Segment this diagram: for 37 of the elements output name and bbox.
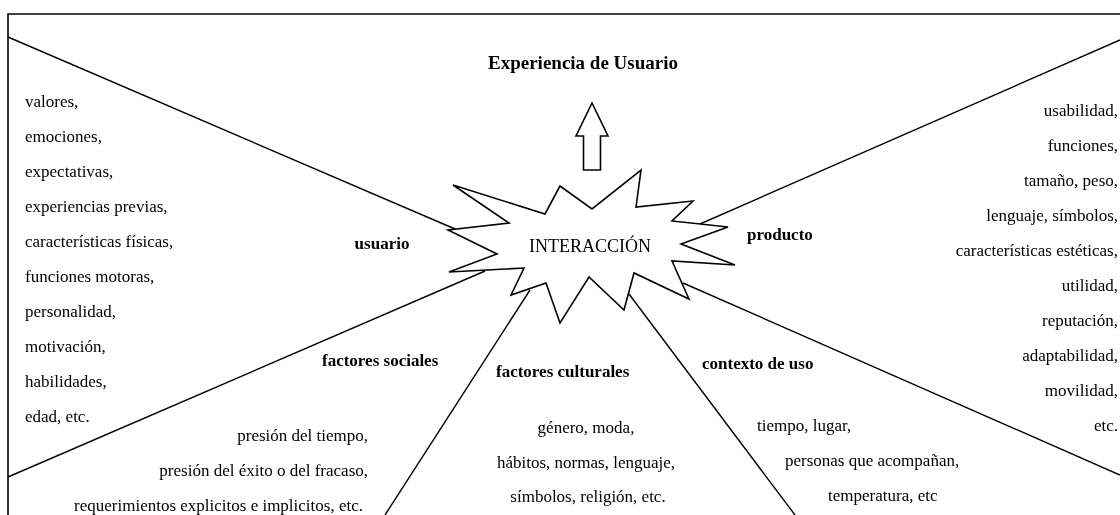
factor-item: presión del tiempo, xyxy=(237,425,368,447)
sector-heading: producto xyxy=(747,224,813,246)
factor-item: temperatura, etc xyxy=(828,485,938,507)
factor-item: requerimientos explicitos e implicitos, etc. xyxy=(74,495,363,515)
factor-item: género, moda, xyxy=(537,417,635,439)
factor-item: símbolos, religión, etc. xyxy=(510,486,666,508)
sector-heading: factores sociales xyxy=(322,350,439,372)
factor-item: tiempo, lugar, xyxy=(757,415,852,437)
sector-heading: factores culturales xyxy=(496,361,630,383)
sector-heading: usuario xyxy=(354,233,410,255)
factor-item: emociones, xyxy=(25,126,102,148)
factor-item: movilidad, xyxy=(1044,380,1118,402)
factor-item: usabilidad, xyxy=(1043,100,1118,122)
factor-item: utilidad, xyxy=(1061,275,1118,297)
factor-item: características físicas, xyxy=(25,231,174,253)
factor-item: edad, etc. xyxy=(25,406,90,428)
factor-item: presión del éxito o del fracaso, xyxy=(159,460,368,482)
heading-text: Experiencia de Usuario xyxy=(463,51,703,75)
factor-item: características estéticas, xyxy=(955,240,1118,262)
factor-item: adaptabilidad, xyxy=(1022,345,1118,367)
factor-item: funciones motoras, xyxy=(25,266,155,288)
factor-item: lenguaje, símbolos, xyxy=(986,205,1118,227)
factor-item: motivación, xyxy=(25,336,106,358)
factor-item: experiencias previas, xyxy=(25,196,168,218)
block-arrow xyxy=(574,101,610,171)
factor-item: expectativas, xyxy=(25,161,114,183)
factor-item: hábitos, normas, lenguaje, xyxy=(497,452,675,474)
factor-item: habilidades, xyxy=(25,371,107,393)
node-text: INTERACCIÓN xyxy=(529,236,651,256)
factor-item: personalidad, xyxy=(25,301,117,323)
factor-item: personas que acompañan, xyxy=(785,450,960,472)
factor-item: funciones, xyxy=(1047,135,1118,157)
factor-item: reputación, xyxy=(1042,310,1118,332)
factor-item: etc. xyxy=(1093,415,1118,437)
factor-item: valores, xyxy=(25,91,79,113)
sector-heading: contexto de uso xyxy=(702,353,814,375)
factor-item: tamaño, peso, xyxy=(1024,170,1118,192)
